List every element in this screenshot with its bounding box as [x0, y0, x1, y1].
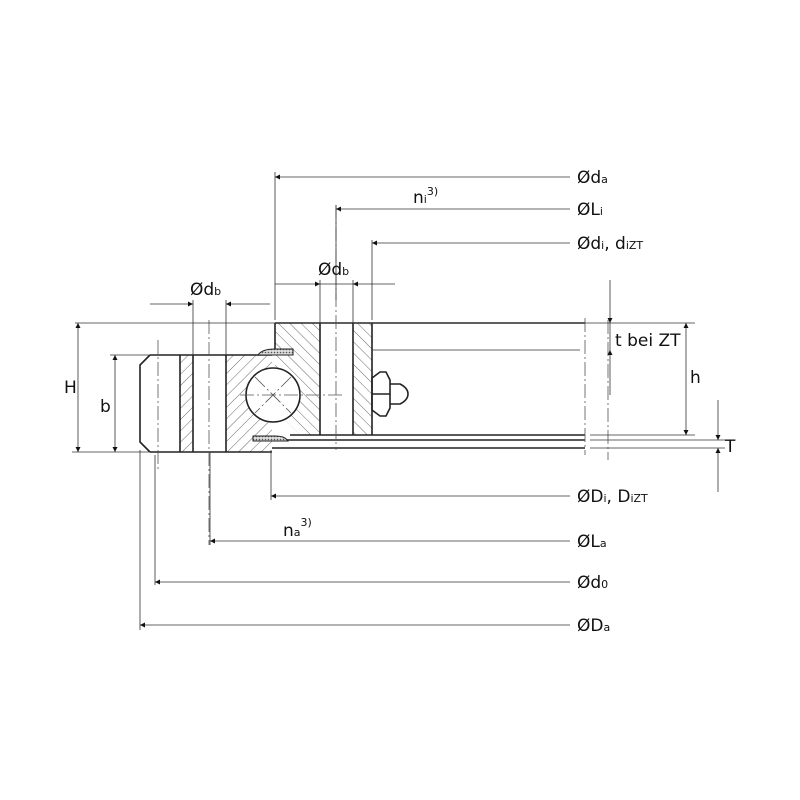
label-T: T: [724, 437, 736, 457]
label-db-top: Ødb: [318, 260, 349, 280]
label-b: b: [100, 397, 111, 417]
label-db-left: Ødb: [190, 280, 221, 300]
label-t-bei-zt: t bei ZT: [615, 331, 681, 351]
dimension-lines: [75, 174, 721, 628]
label-di: Ødi, diZT: [577, 234, 643, 254]
grease-nipple: [371, 371, 409, 417]
seal-top: [257, 348, 294, 356]
inner-ring: [272, 322, 585, 449]
label-da: Øda: [577, 168, 608, 188]
seal-bottom: [252, 435, 289, 442]
label-H: H: [64, 378, 77, 398]
label-Da: ØDa: [577, 616, 610, 636]
label-Di: ØDi, DiZT: [577, 487, 648, 507]
label-h: h: [690, 368, 701, 388]
label-ni: ni3): [413, 185, 438, 208]
label-Li: ØLi: [577, 200, 603, 220]
label-La: ØLa: [577, 532, 607, 552]
label-d0: Ød0: [577, 573, 608, 593]
label-na: na3): [283, 516, 312, 541]
